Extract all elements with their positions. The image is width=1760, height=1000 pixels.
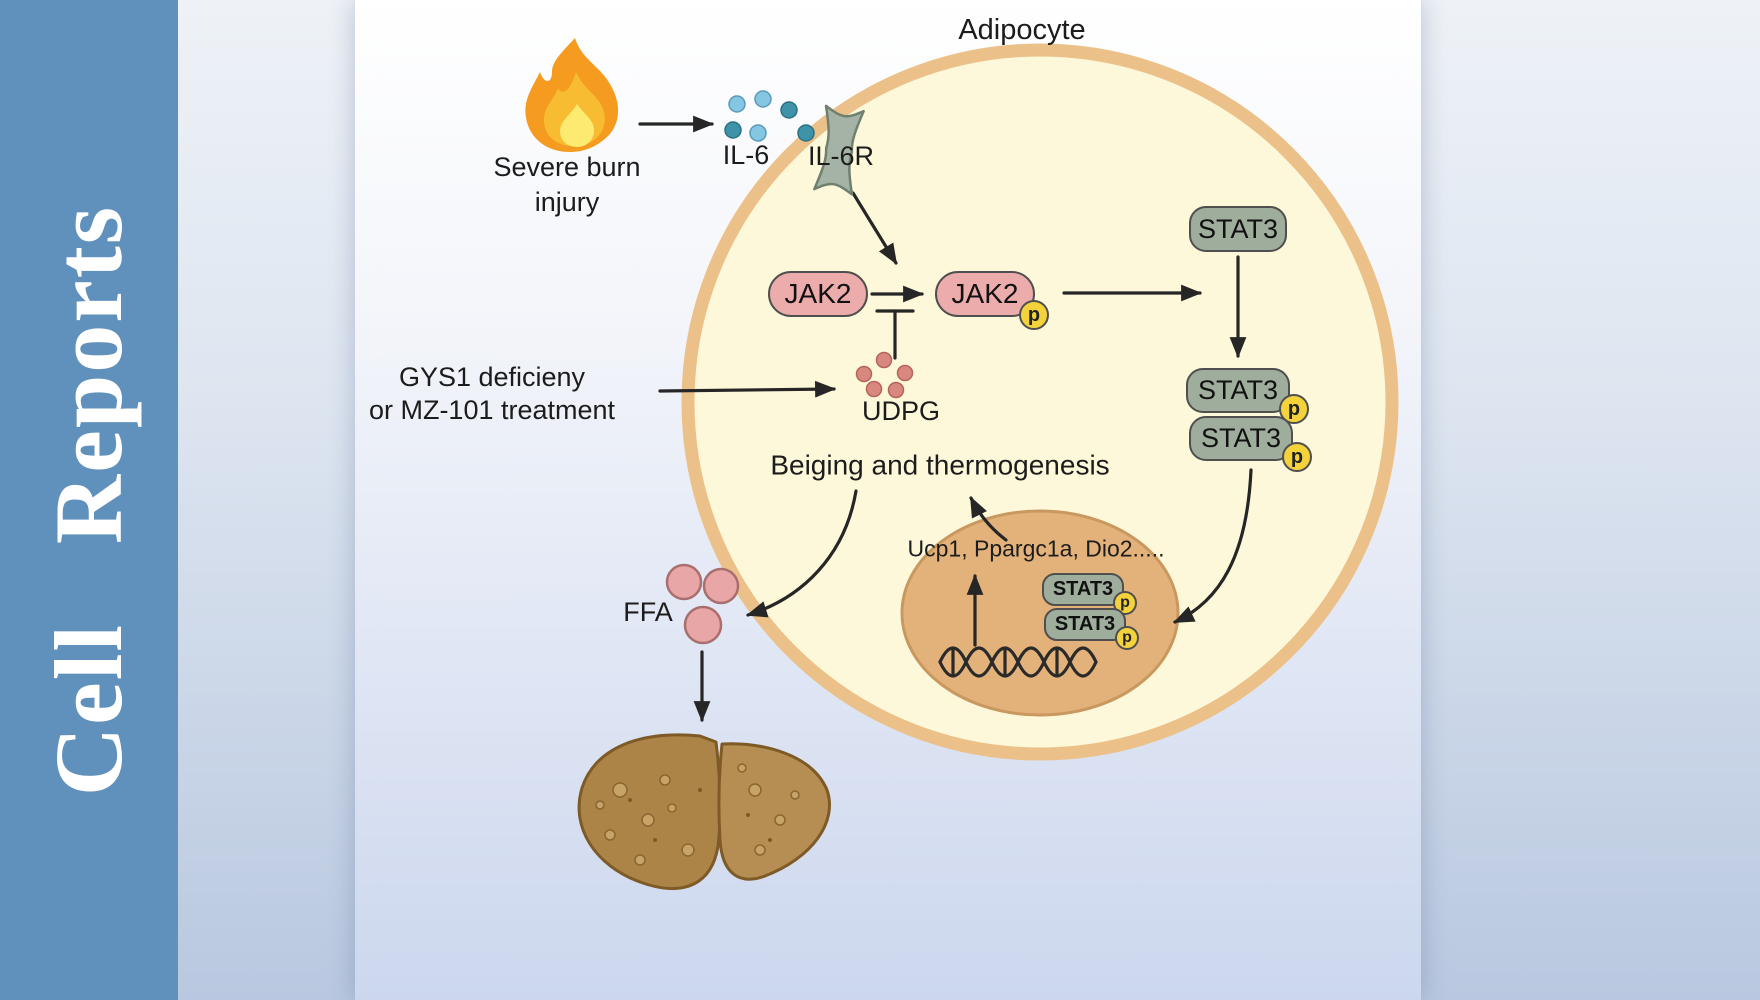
- il6r-receptor-icon: [813, 104, 865, 196]
- il6-label: IL-6: [722, 140, 770, 171]
- il6r-label: IL-6R: [807, 141, 875, 172]
- stat3-dimer-top: STAT3: [1186, 368, 1290, 413]
- gys1-label-line2: or MZ-101 treatment: [368, 395, 616, 426]
- inhibition-bar-udpg: [875, 309, 915, 360]
- stat3-node: STAT3: [1189, 206, 1287, 252]
- ffa-label: FFA: [623, 597, 673, 628]
- il6-dots: [724, 90, 815, 142]
- liver-icon: [577, 733, 831, 891]
- udpg-label: UDPG: [861, 396, 941, 427]
- fire-icon: [525, 38, 619, 152]
- adipocyte-label: Adipocyte: [958, 14, 1086, 47]
- jak2-phospho-node: JAK2: [935, 271, 1035, 317]
- phospho-badge-nuclear-bottom: p: [1115, 626, 1139, 650]
- arrow-nucleus-to-beiging: [969, 496, 1008, 542]
- stat3-dimer-bottom: STAT3: [1189, 416, 1293, 461]
- severe-burn-label-line2: injury: [534, 187, 600, 218]
- arrow-receptor-to-jak2: [851, 191, 898, 265]
- arrow-gys1-to-udpg: [658, 380, 837, 398]
- ffa-droplets: [665, 563, 740, 645]
- phospho-badge-jak2: p: [1019, 300, 1049, 330]
- jak2-node: JAK2: [768, 271, 868, 317]
- beiging-label: Beiging and thermogenesis: [770, 449, 1110, 481]
- severe-burn-label-line1: Severe burn: [493, 152, 641, 183]
- arrow-dimer-to-nucleus: [1173, 468, 1253, 624]
- stat3-nuclear-bottom: STAT3: [1044, 608, 1126, 641]
- phospho-badge-dimer-bottom: p: [1282, 442, 1312, 472]
- gys1-label-line1: GYS1 deficieny: [398, 362, 586, 393]
- udpg-dots: [855, 351, 914, 399]
- arrow-beiging-to-ffa: [745, 489, 858, 618]
- target-genes-label: Ucp1, Ppargc1a, Dio2.....: [907, 535, 1165, 562]
- dna-helix-icon: [938, 646, 1098, 678]
- stat3-nuclear-top: STAT3: [1042, 573, 1124, 606]
- journal-sidebar: Cell Reports: [0, 0, 178, 1000]
